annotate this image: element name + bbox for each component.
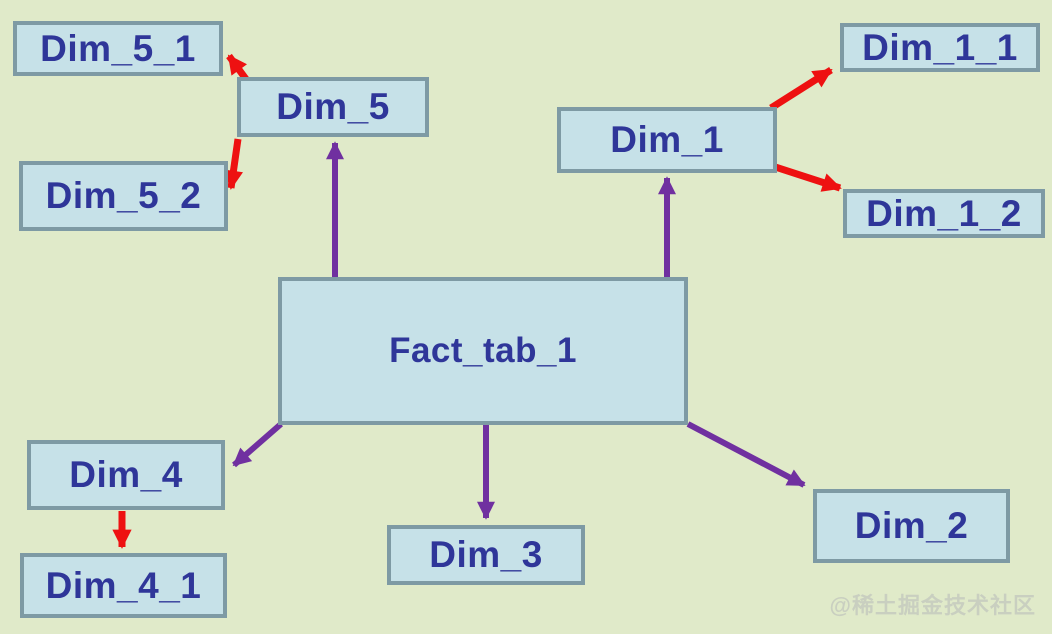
node-dim_4_1: Dim_4_1	[20, 553, 227, 618]
node-label-dim_1: Dim_1	[610, 119, 724, 160]
node-dim_2: Dim_2	[813, 489, 1010, 563]
edge-dim_1-to-dim_1_1	[769, 67, 833, 111]
node-label-dim_5_2: Dim_5_2	[45, 175, 202, 216]
node-label-dim_5_1: Dim_5_1	[40, 27, 196, 69]
node-label-dim_1_1: Dim_1_1	[862, 26, 1018, 68]
node-dim_5_2: Dim_5_2	[19, 161, 228, 231]
edge-fact_tab_1-to-dim_2	[686, 421, 806, 488]
node-label-dim_4: Dim_4	[69, 454, 183, 495]
watermark: @稀土掘金技术社区	[829, 593, 1036, 618]
node-dim_1_1: Dim_1_1	[840, 23, 1040, 72]
node-label-dim_4_1: Dim_4_1	[45, 564, 202, 606]
node-label-dim_5: Dim_5	[276, 86, 390, 127]
node-dim_3: Dim_3	[387, 525, 585, 585]
node-label-dim_1_2: Dim_1_2	[866, 192, 1022, 234]
node-dim_4: Dim_4	[27, 440, 225, 510]
node-label-dim_3: Dim_3	[429, 534, 543, 575]
node-label-dim_2: Dim_2	[854, 505, 969, 546]
edge-dim_5-to-dim_5_2	[223, 138, 243, 190]
node-fact_tab_1: Fact_tab_1	[278, 277, 688, 425]
node-dim_5: Dim_5	[237, 77, 429, 137]
node-dim_1: Dim_1	[557, 107, 777, 173]
node-dim_1_2: Dim_1_2	[843, 189, 1045, 238]
edge-fact_tab_1-to-dim_4	[232, 421, 283, 468]
node-dim_5_1: Dim_5_1	[13, 21, 223, 76]
node-label-fact_tab_1: Fact_tab_1	[389, 331, 577, 370]
